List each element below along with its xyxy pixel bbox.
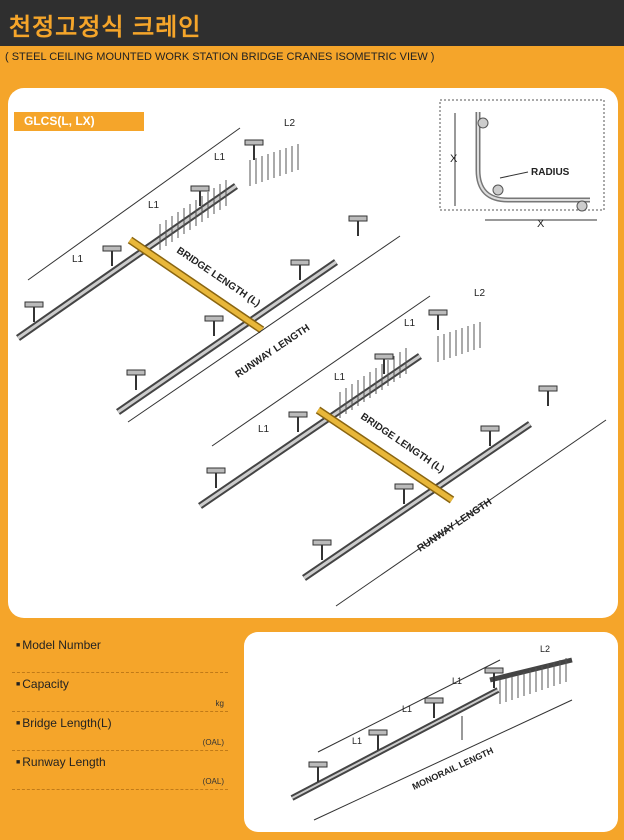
upper-l1-b: L1 [148,200,160,211]
mini-l1-b: L1 [402,704,412,714]
upper-l2: L2 [284,118,296,129]
lower-l1-c: L1 [404,318,416,329]
monorail-length-label: MONORAIL LENGTH [411,745,495,791]
spec-label: Runway Length [16,755,105,769]
spec-unit: (OAL) [202,777,224,786]
lower-l1-b: L1 [334,372,346,383]
spec-unit: kg [215,699,224,708]
spec-label: Model Number [16,638,101,652]
header-bar: 천정고정식 크레인 [0,0,624,46]
lower-l1-a: L1 [258,424,270,435]
isometric-drawing: X X RADIUS [15,99,607,607]
radius-label: RADIUS [531,167,570,178]
model-tag: GLCS(L, LX) [14,112,144,131]
spec-label: Capacity [16,677,69,691]
radius-inset: X X RADIUS [439,99,605,230]
monorail-drawing-panel: L1 L1 L1 L2 MONORAIL LENGTH [244,632,618,832]
isometric-drawing-panel: X X RADIUS [8,88,618,618]
spec-bridge-length: Bridge Length(L) (OAL) [12,712,228,751]
spec-label: Bridge Length(L) [16,716,111,730]
spec-unit: (OAL) [202,738,224,747]
lower-runway-label: RUNWAY LENGTH [416,497,494,555]
page-title: 천정고정식 크레인 [9,14,202,41]
spec-capacity: Capacity kg [12,673,228,712]
spec-runway-length: Runway Length (OAL) [12,751,228,790]
mini-l2: L2 [540,644,550,654]
x-dim-horizontal: X [537,218,545,230]
page-subtitle: ( STEEL CEILING MOUNTED WORK STATION BRI… [5,51,435,63]
monorail-drawing: L1 L1 L1 L2 MONORAIL LENGTH [290,644,573,821]
lower-crane: L1 L1 L1 L2 BRIDGE LENGTH (L) RUNWAY LEN… [198,288,607,607]
spec-model-number: Model Number [12,634,228,673]
mini-l1-c: L1 [452,676,462,686]
upper-l1-a: L1 [72,254,84,265]
spec-list: Model Number Capacity kg Bridge Length(L… [12,634,228,790]
lower-l2: L2 [474,288,486,299]
mini-l1-a: L1 [352,736,362,746]
x-dim-vertical: X [450,153,458,165]
upper-l1-c: L1 [214,152,226,163]
upper-runway-label: RUNWAY LENGTH [234,323,312,381]
